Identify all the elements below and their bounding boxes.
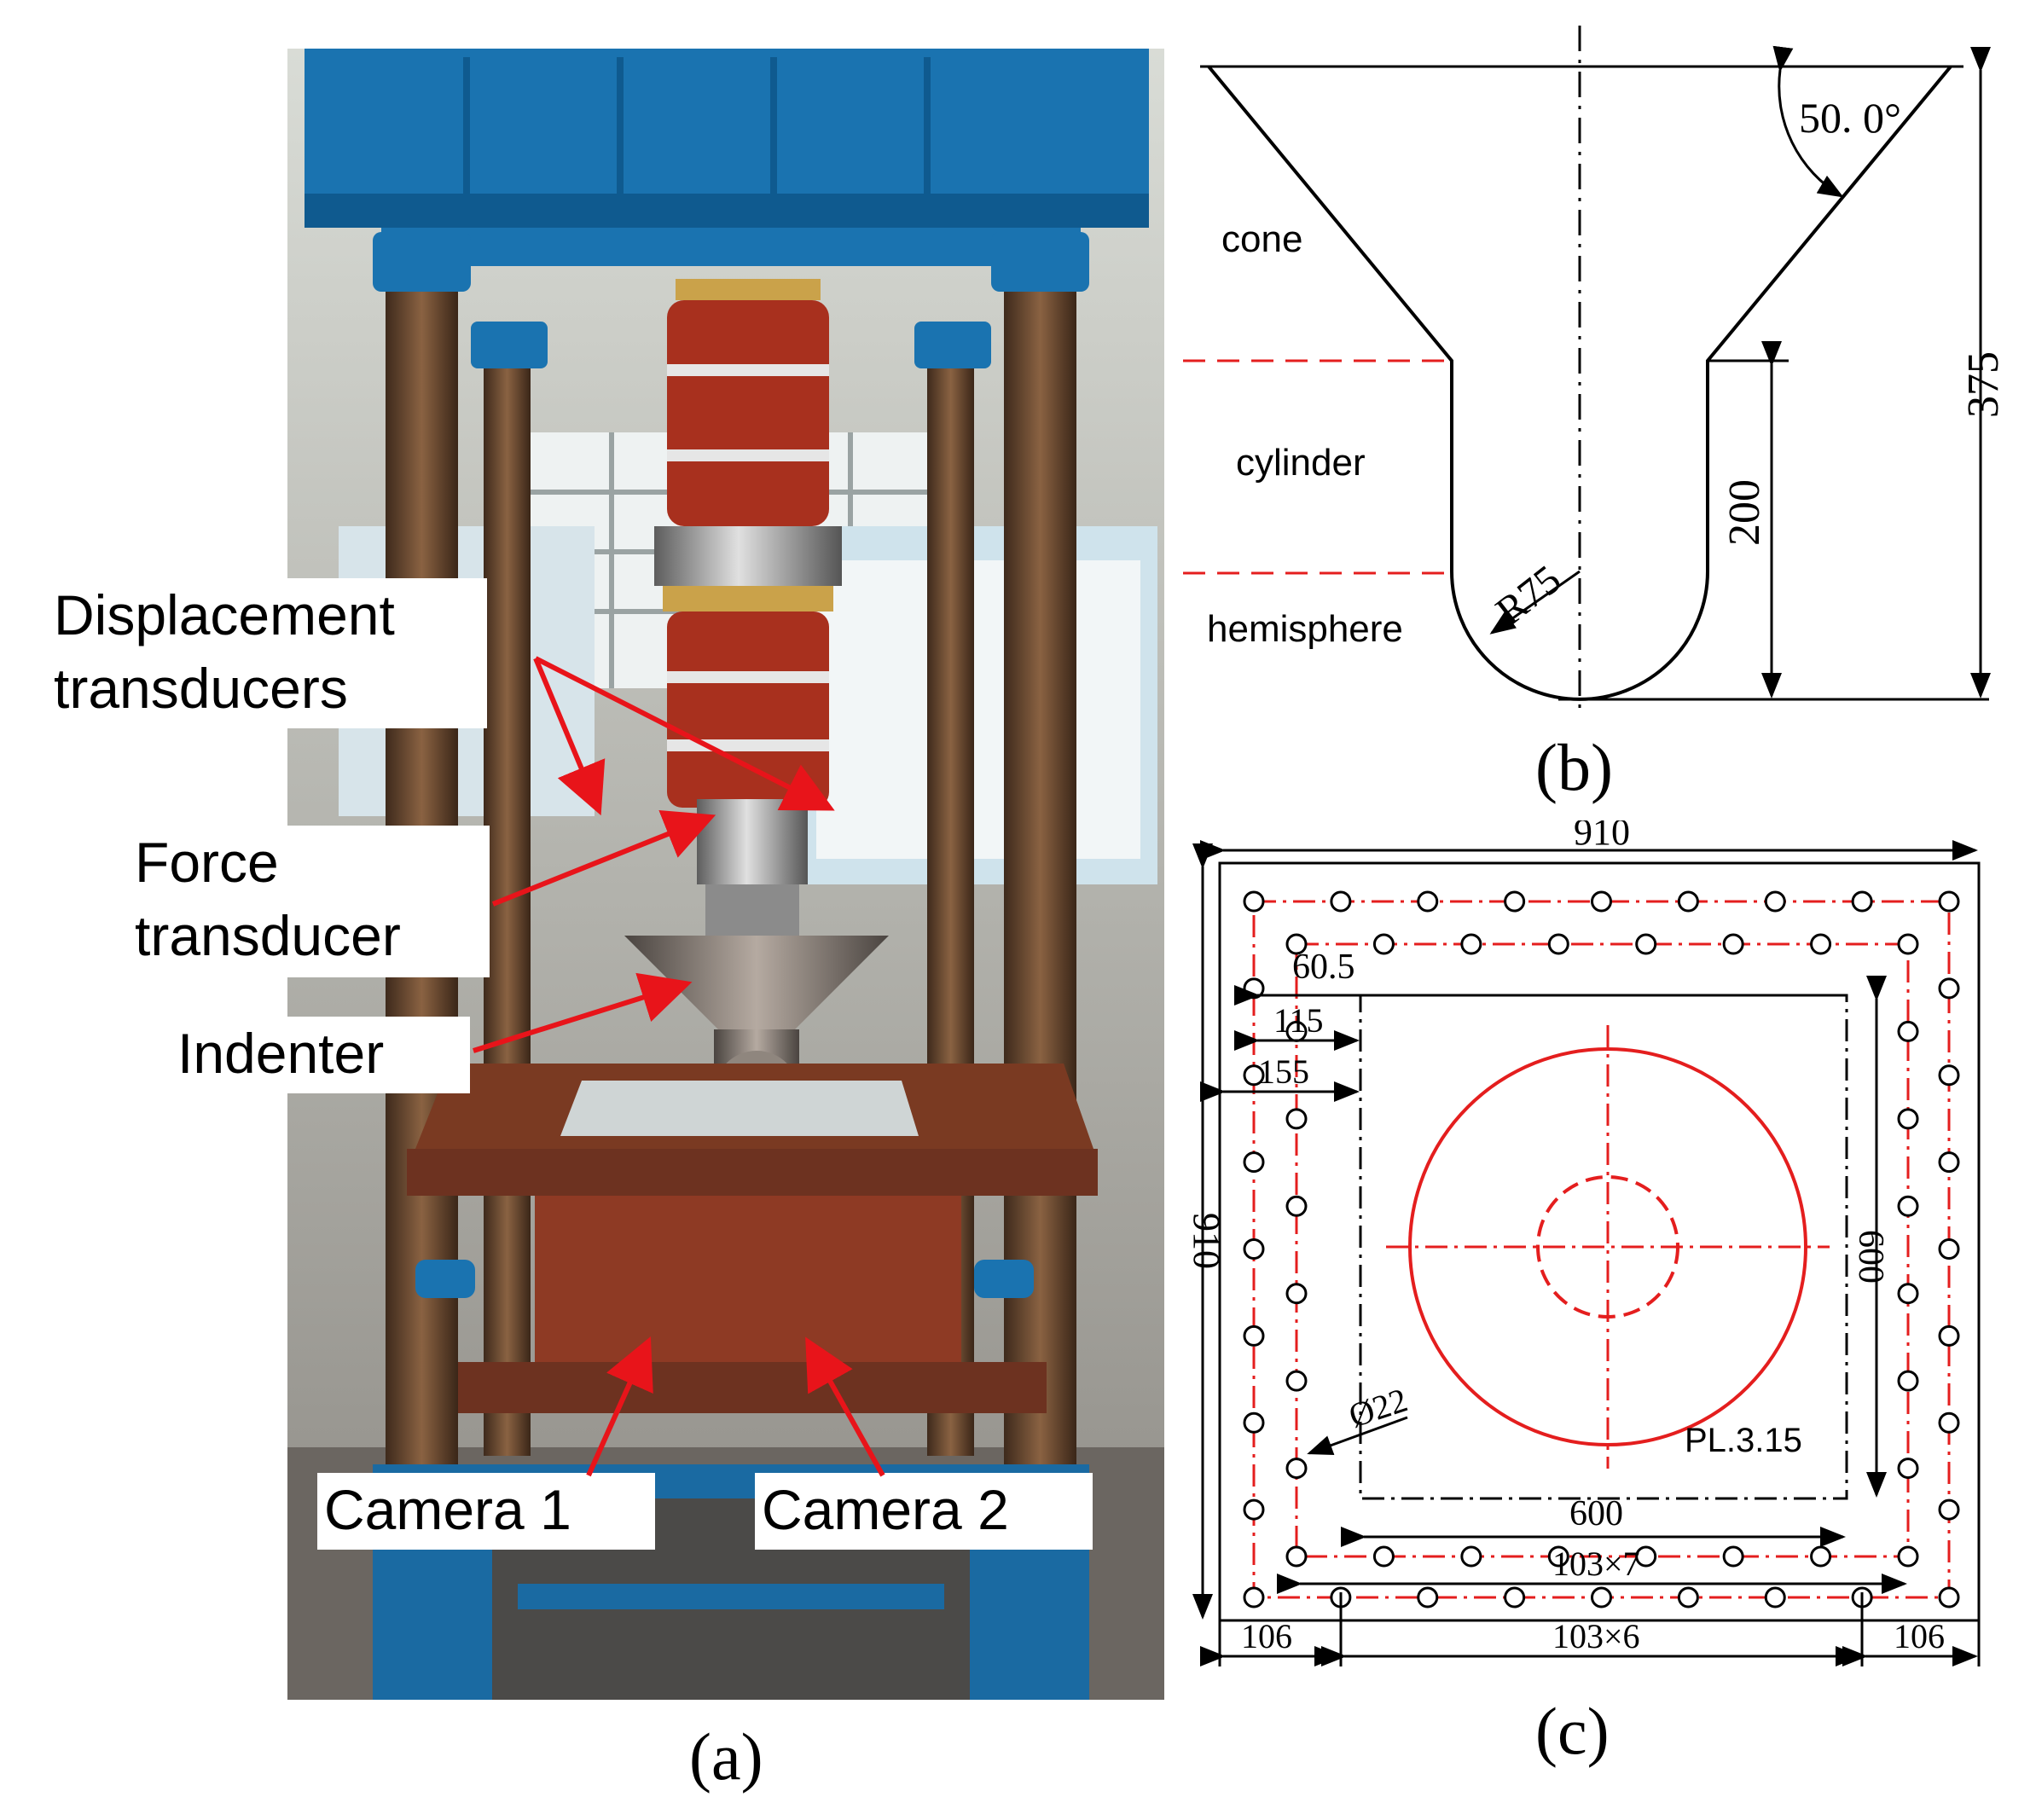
c-dim-115: 115 xyxy=(1273,1001,1324,1040)
bolt-hole xyxy=(1243,1238,1265,1260)
bolt-hole xyxy=(1897,933,1919,955)
c-indentation-circle xyxy=(1408,1047,1807,1446)
c-dim-60-5: 60.5 xyxy=(1292,948,1355,987)
b-radius: R75 xyxy=(1488,557,1569,635)
b-label-hemisphere: hemisphere xyxy=(1207,608,1403,650)
label-displacement-line1: Displacement xyxy=(54,583,395,646)
bolt-hole xyxy=(1285,1545,1308,1568)
bolt-hole xyxy=(1938,1064,1960,1087)
bolt-hole xyxy=(1372,933,1395,955)
indenter-drawing: 375 200 50. 0° R75 cone cylinder hemisph… xyxy=(1183,26,2008,708)
bolt-hole xyxy=(1635,1545,1657,1568)
bolt-hole xyxy=(1504,1586,1526,1608)
c-hole-dia: Ø22 xyxy=(1344,1380,1412,1435)
bolt-hole xyxy=(1285,1283,1308,1305)
bolt-hole xyxy=(1285,1195,1308,1217)
b-dim-200: 200 xyxy=(1720,479,1769,546)
bolt-hole xyxy=(1897,1458,1919,1480)
c-plate-label: PL.3.15 xyxy=(1685,1422,1802,1459)
photo-panel xyxy=(287,49,1164,1700)
c-dim-910-left: 910 xyxy=(1186,1213,1227,1269)
plate-drawing: 910 910 60.5 115 155 600 600 Ø22 PL.3.15… xyxy=(1186,820,1981,1666)
bolt-hole xyxy=(1938,1151,1960,1174)
bolt-hole xyxy=(1243,1586,1265,1608)
bolt-hole xyxy=(1938,1411,1960,1434)
c-dim-600-v: 600 xyxy=(1851,1230,1890,1284)
bolt-hole xyxy=(1764,890,1786,913)
bolt-hole xyxy=(1722,1545,1744,1568)
bolt-hole xyxy=(1897,1283,1919,1305)
label-force-line2: transducer xyxy=(135,904,401,967)
bolt-hole xyxy=(1285,1370,1308,1392)
label-displacement-transducers: Displacement transducers xyxy=(47,578,487,728)
c-dim-103x6: 103×6 xyxy=(1552,1617,1640,1655)
test-rig-photo xyxy=(287,49,1164,1700)
c-inner-bolt-line xyxy=(1295,942,1910,1558)
label-camera-1: Camera 1 xyxy=(317,1473,655,1550)
bolt-hole xyxy=(1285,1458,1308,1480)
b-label-cylinder: cylinder xyxy=(1236,442,1366,484)
bolt-hole xyxy=(1285,1108,1308,1130)
bolt-hole xyxy=(1851,890,1873,913)
c-dim-106-right: 106 xyxy=(1894,1617,1945,1655)
c-outer-bolt-line xyxy=(1252,900,1951,1599)
bolt-hole xyxy=(1764,1586,1786,1608)
bolt-hole xyxy=(1810,933,1832,955)
bolt-hole xyxy=(1938,1324,1960,1347)
bolt-hole xyxy=(1897,1545,1919,1568)
label-force-transducer: Force transducer xyxy=(128,826,490,977)
bolt-hole xyxy=(1417,890,1439,913)
bolt-hole xyxy=(1722,933,1744,955)
bolt-hole xyxy=(1243,890,1265,913)
bolt-hole xyxy=(1635,933,1657,955)
bolt-hole xyxy=(1897,1195,1919,1217)
bolt-hole xyxy=(1547,1545,1569,1568)
label-force-line1: Force xyxy=(135,831,279,894)
b-label-cone: cone xyxy=(1221,218,1302,260)
label-camera-2: Camera 2 xyxy=(755,1473,1093,1550)
bolt-hole xyxy=(1243,1411,1265,1434)
c-dim-103x7: 103×7 xyxy=(1552,1545,1640,1583)
bolt-hole xyxy=(1547,933,1569,955)
caption-b: (b) xyxy=(1535,730,1613,804)
bolt-hole xyxy=(1243,1498,1265,1521)
bolt-hole xyxy=(1897,1020,1919,1042)
bolt-hole xyxy=(1591,1586,1612,1608)
bolt-hole xyxy=(1677,1586,1699,1608)
label-indenter: Indenter xyxy=(171,1017,470,1093)
bolt-hole xyxy=(1460,933,1482,955)
bolt-hole xyxy=(1677,890,1699,913)
bolt-hole xyxy=(1938,1238,1960,1260)
bolt-hole xyxy=(1243,1151,1265,1174)
bolt-hole xyxy=(1285,933,1308,955)
c-dim-600-h: 600 xyxy=(1569,1494,1623,1533)
bolt-hole xyxy=(1938,890,1960,913)
b-angle: 50. 0° xyxy=(1799,94,1901,142)
c-dim-106-left: 106 xyxy=(1241,1617,1292,1655)
bolt-hole xyxy=(1330,890,1352,913)
bolt-hole xyxy=(1810,1545,1832,1568)
bolt-hole xyxy=(1938,1586,1960,1608)
bolt-hole xyxy=(1897,1370,1919,1392)
bolt-hole xyxy=(1591,890,1612,913)
caption-a: (a) xyxy=(689,1719,763,1794)
bolt-hole xyxy=(1417,1586,1439,1608)
bolt-hole xyxy=(1938,977,1960,1000)
bolt-hole xyxy=(1460,1545,1482,1568)
bolt-hole xyxy=(1504,890,1526,913)
bolt-hole xyxy=(1938,1498,1960,1521)
c-dim-155: 155 xyxy=(1258,1052,1309,1091)
c-dim-910-top: 910 xyxy=(1574,820,1630,853)
label-displacement-line2: transducers xyxy=(54,657,348,720)
bolt-hole xyxy=(1372,1545,1395,1568)
bolt-hole xyxy=(1243,1324,1265,1347)
b-dim-375: 375 xyxy=(1959,351,2008,418)
c-plate-outline xyxy=(1218,861,1981,1622)
bolt-hole xyxy=(1897,1108,1919,1130)
caption-c: (c) xyxy=(1535,1694,1610,1768)
